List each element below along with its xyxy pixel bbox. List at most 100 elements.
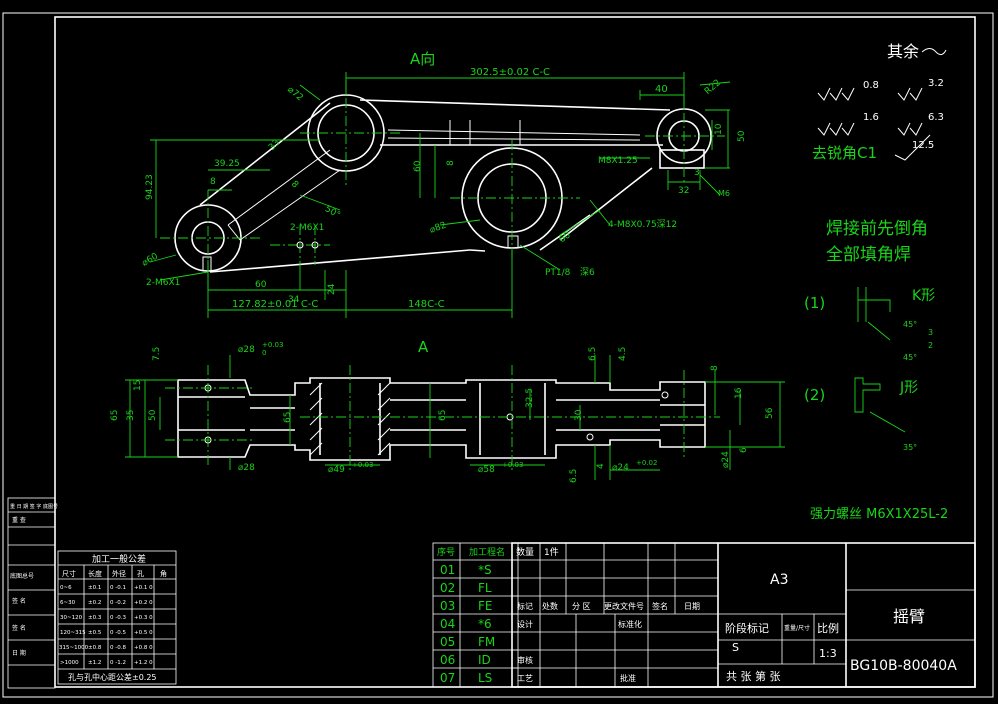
side-dim-phi28b: ⌀28 (238, 463, 255, 473)
tol-r5c2: 0 -1.2 (110, 660, 126, 666)
side-dim-tol28b: 0 (262, 349, 266, 357)
dim-3: 3 (694, 168, 700, 178)
strip-item-1: 重 查 (12, 516, 26, 524)
strip-item-5: 日 期 (12, 649, 26, 657)
side-dim-tol58: +0.03 (502, 461, 523, 469)
dim-span: 302.5±0.02 C-C (470, 67, 550, 78)
proc-code-5: ID (478, 653, 491, 667)
dim-10: 10 (714, 123, 724, 135)
tol-r2c3: +0.3 0 (134, 615, 153, 621)
tol-r0c0: 0~6 (60, 585, 72, 591)
side-dim-75: 7.5 (152, 347, 162, 361)
tol-h1: 长度 (88, 569, 102, 578)
dim-hex: M6 (718, 189, 730, 198)
side-dim-65e: 6.5 (569, 469, 579, 483)
tb-scale-h: 比例 (817, 621, 839, 635)
side-dim-325: 32.5 (525, 388, 535, 408)
dim-m8x125: M8X1.25 (598, 156, 638, 166)
proc-code-1: FL (478, 581, 492, 595)
note-k45a: 45° (903, 320, 917, 329)
note-sym4: 6.3 (928, 112, 944, 123)
dim-phi82: ⌀82 (428, 221, 447, 236)
side-dim-15: 15 (133, 380, 143, 391)
side-dim-tol28a: +0.03 (262, 341, 283, 349)
proc-code-6: LS (478, 671, 492, 685)
tol-r4c2: 0 -0.8 (110, 645, 126, 651)
side-dim-65a: 65 (110, 410, 120, 421)
tol-h4: 角 (160, 569, 167, 578)
note-sym3: 1.6 (863, 112, 879, 123)
tol-r4c1: ±0.8 (88, 645, 102, 651)
notes: 其余 0.8 3.2 1.6 6.3 去锐角C1 12.5 焊接前先倒角 全部填… (804, 42, 948, 522)
dim-60c: 60 (255, 280, 267, 290)
dim-50deg: 50° (323, 204, 342, 221)
tb-zone: 分 区 (572, 602, 591, 611)
tb-sign: 签名 (652, 601, 668, 611)
dim-8b: 8 (210, 177, 216, 187)
side-dim-phi28a: ⌀28 (238, 345, 255, 355)
tb-part-name: 摇臂 (893, 607, 925, 626)
strip-item-3: 签 名 (12, 597, 26, 605)
side-view: A (110, 338, 785, 483)
tol-title: 加工一般公差 (92, 553, 146, 565)
dim-8a: 8 (446, 160, 456, 166)
strip-item-0: 重 日 期 签 字 底图号 (10, 503, 58, 510)
proc-code-3: *6 (478, 617, 492, 631)
note-k45b: 45° (903, 353, 917, 362)
side-dim-phi49: ⌀49 (328, 465, 345, 475)
tol-r3c1: ±0.5 (88, 630, 102, 636)
dim-50: 50 (737, 130, 747, 142)
dim-4m8: 4-M8X0.75深12 (608, 219, 677, 230)
side-dim-6: 6 (739, 447, 749, 453)
tol-r2c0: 30~120 (60, 615, 83, 621)
dim-32: 32 (678, 186, 689, 196)
dim-phi72: ⌀72 (285, 85, 304, 104)
tb-date: 日期 (684, 602, 700, 611)
inner-frame (54, 16, 976, 688)
dim-3925: 39.25 (214, 159, 240, 169)
dim-pt18: PT1/8 (545, 268, 571, 278)
tb-check: 审核 (517, 655, 533, 665)
top-plate-outline (199, 99, 671, 273)
outer-frame (2, 12, 994, 698)
proc-no-3: 04 (440, 617, 455, 631)
dim-phi60: ⌀60 (140, 251, 160, 268)
tol-r4c0: 315~1000 (59, 645, 89, 651)
note-k-item: (1) (804, 294, 825, 312)
side-dim-tol24: +0.02 (636, 459, 657, 467)
tol-r3c2: 0 -0.5 (110, 630, 126, 636)
tb-process: 工艺 (517, 674, 533, 683)
tb-scale: 1:3 (819, 647, 837, 660)
proc-code-0: *S (478, 563, 492, 577)
tol-r1c2: 0 -0.2 (110, 600, 126, 606)
note-k3: 3 (928, 328, 933, 337)
tol-r5c0: >1000 (60, 660, 79, 666)
title-block: 数量 1件 标记 处数 分 区 更改文件号 签名 日期 设计 标准化 审核 工艺… (511, 542, 976, 688)
dim-40: 40 (655, 84, 668, 95)
dim-34: 34 (288, 295, 300, 305)
dim-24: 24 (327, 283, 337, 295)
tol-h0: 尺寸 (62, 569, 76, 578)
proc-no-1: 02 (440, 581, 455, 595)
side-dim-phi24b: ⌀24 (721, 451, 731, 468)
note-j-label: J形 (899, 380, 918, 396)
side-dim-65b: 65 (283, 412, 293, 423)
tol-footer: 孔与孔中心距公差±0.25 (68, 672, 157, 682)
proc-no-2: 03 (440, 599, 455, 613)
side-dim-35: 35 (126, 410, 136, 421)
tb-change: 更改文件号 (604, 601, 644, 611)
tol-r0c2: 0 -0.1 (110, 585, 126, 591)
dim-60a: 60 (413, 160, 423, 172)
tb-count: 处数 (542, 601, 558, 611)
dim-2m6-upper: 2-M6X1 (290, 223, 324, 233)
note-deburr: 去锐角C1 (812, 144, 877, 162)
note-k-label: K形 (912, 288, 935, 304)
tb-qty: 1件 (544, 546, 559, 558)
side-dim-65c: 65 (438, 410, 448, 421)
note-weld1: 焊接前先倒角 (826, 219, 928, 239)
tol-h3: 孔 (137, 570, 144, 578)
tol-r1c0: 6~30 (60, 600, 76, 606)
note-j35: 35° (903, 443, 917, 452)
note-sym1: 0.8 (863, 80, 879, 91)
tolerance-table: 加工一般公差 尺寸 长度 外径 孔 角 0~6 ±0.1 0 -0.1 +0.1… (57, 550, 177, 685)
